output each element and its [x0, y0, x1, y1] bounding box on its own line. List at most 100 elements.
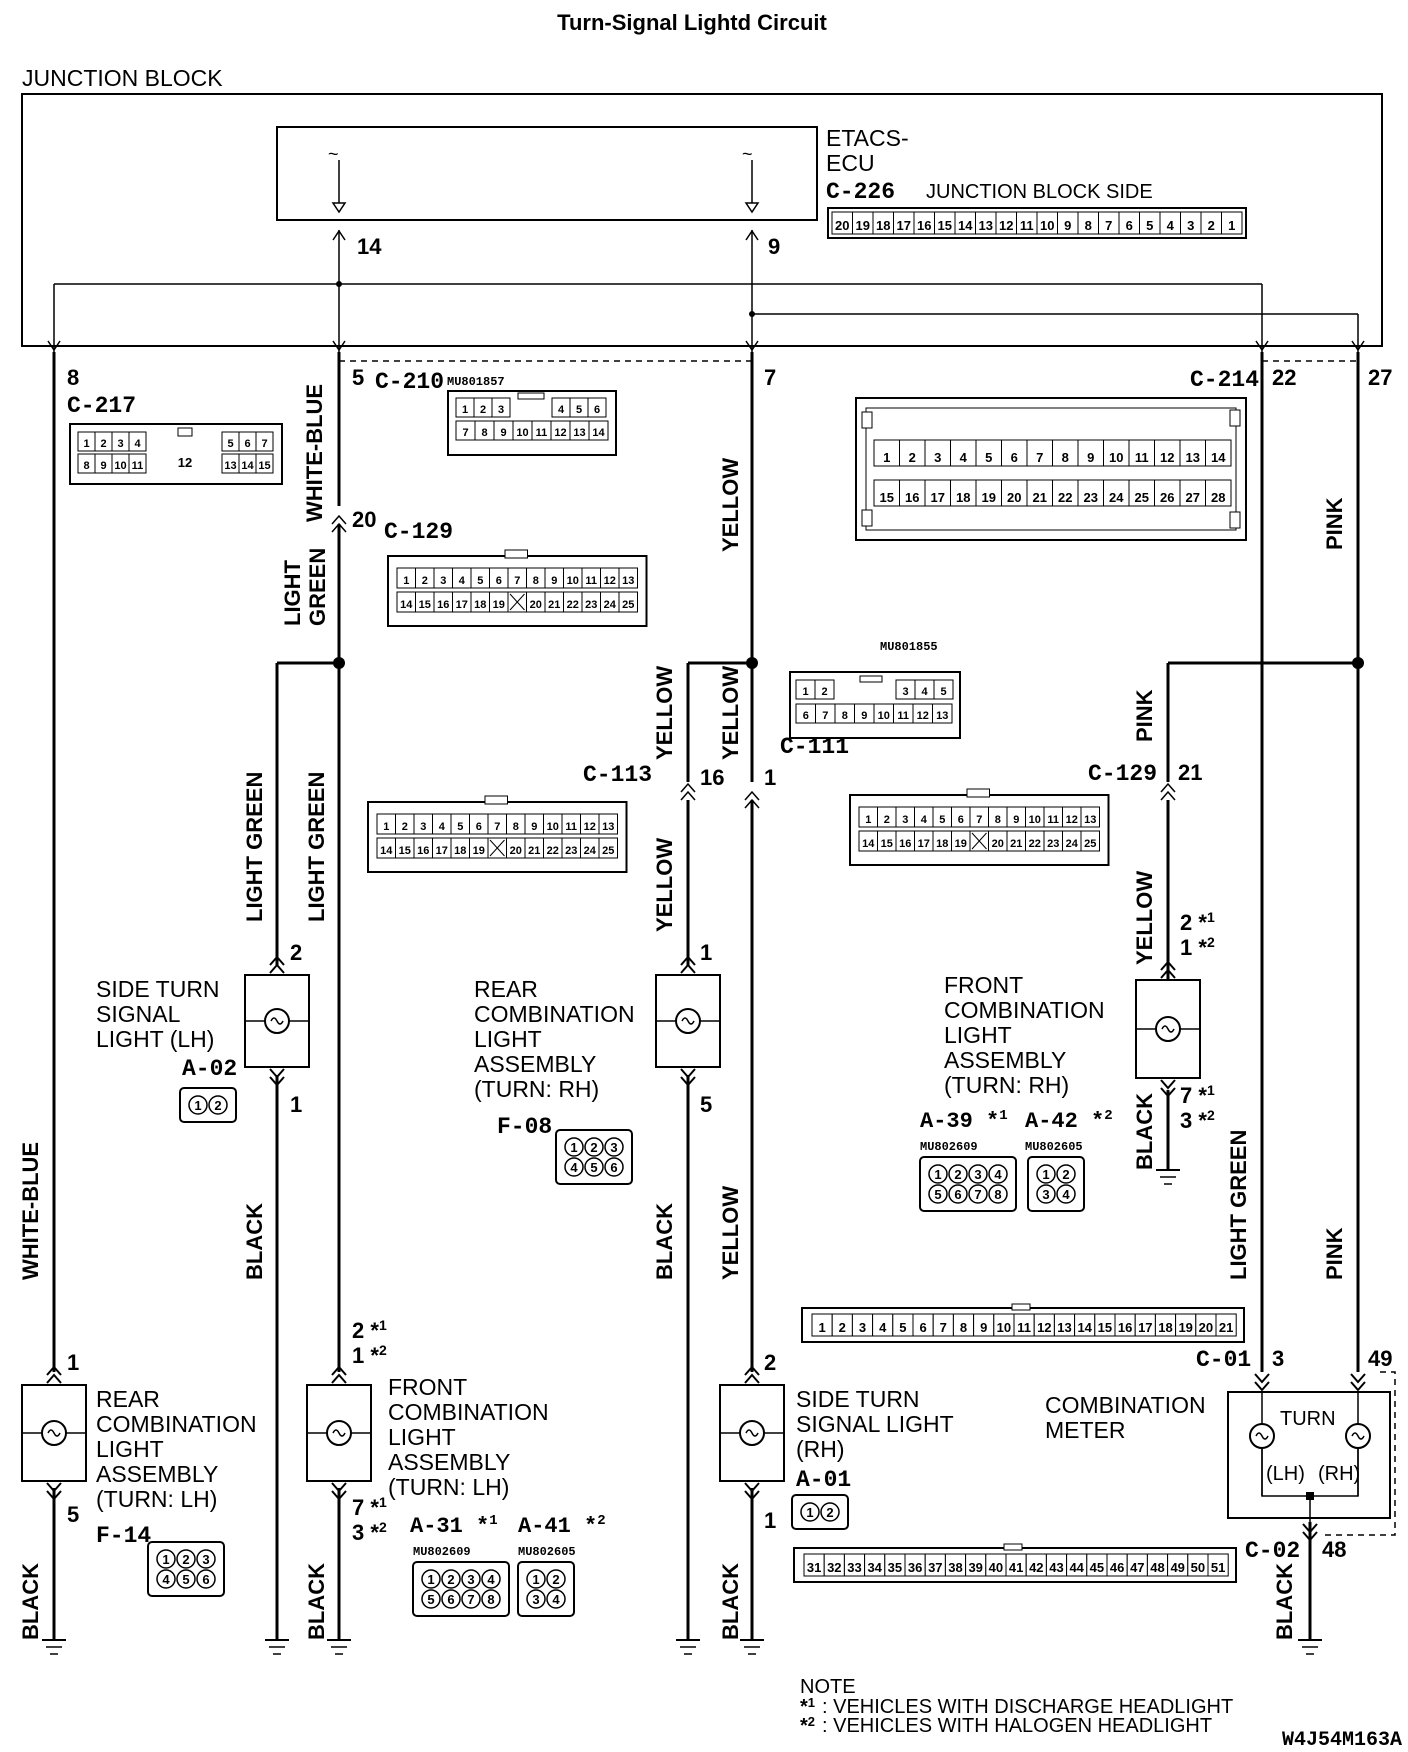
c226-pin-label: 11: [1020, 218, 1034, 233]
c217-pin-cell: [128, 431, 147, 452]
c111-pin-label: 9: [861, 710, 867, 722]
side-turn-lh-conn: A-02: [182, 1056, 237, 1082]
f08-plug-pin-label: 1: [570, 1140, 577, 1155]
c129b-pin-label: 20: [992, 838, 1004, 850]
wire-yellow-d: YELLOW: [1132, 871, 1157, 965]
pin-c01-3: 3: [1272, 1346, 1284, 1371]
wire-light-green-a: LIGHT GREEN: [242, 772, 267, 922]
ecu-pin-14: 14: [357, 234, 382, 259]
c129b-pin-label: 19: [955, 838, 967, 850]
a01-plug-pin-label: 1: [806, 1505, 813, 1520]
c129a-pin-label: 19: [493, 599, 505, 611]
c129b-pin-label: 12: [1066, 814, 1078, 826]
ground-icon: [740, 1639, 764, 1655]
c02-pin-label: 34: [867, 1560, 882, 1575]
rear-comb-rh-label-3: LIGHT: [474, 1026, 542, 1052]
wire-yellow-b2: YELLOW: [718, 666, 743, 760]
note-header: NOTE: [800, 1676, 856, 1698]
c113-pin-label: 20: [510, 845, 522, 857]
front-comb-rh-lamp: [1135, 960, 1201, 1098]
c111-pin-label: 10: [878, 710, 890, 722]
c214-pin-label: 13: [1186, 450, 1200, 465]
c01-pin-label: 6: [919, 1320, 926, 1335]
a31-plug-pin: [421, 1589, 441, 1609]
c113-pin-label: 16: [417, 845, 429, 857]
c226-pin-label: 2: [1208, 218, 1215, 233]
side-turn-lh-pin-bot: 1: [290, 1092, 302, 1117]
c226-pin-label: 4: [1167, 218, 1175, 233]
c129b-pin-label: 21: [1010, 838, 1022, 850]
c111-part: MU801855: [880, 640, 938, 654]
c210-pin-cell: [491, 397, 511, 418]
c214-pin-label: 16: [905, 490, 919, 505]
c210-pin-label: 12: [554, 427, 566, 439]
a42-plug-pin: [1036, 1164, 1056, 1184]
junction-block-label: JUNCTION BLOCK: [22, 65, 223, 91]
c129b-pin-label: 17: [918, 838, 930, 850]
c214-lock: [1229, 511, 1241, 529]
c226-pin-label: 8: [1085, 218, 1092, 233]
wire-yellow-c: YELLOW: [652, 838, 677, 932]
c02-pin-label: 32: [827, 1560, 841, 1575]
rear-comb-lh-label-2: COMBINATION: [96, 1411, 257, 1437]
c02-pin-label: 35: [888, 1560, 902, 1575]
c129b-pin-label: 3: [902, 814, 908, 826]
c214-pin-label: 9: [1087, 450, 1094, 465]
a31-plug-pin: [461, 1569, 481, 1589]
c113-pin-label: 12: [584, 821, 596, 833]
c214-pin-cell: [1077, 439, 1104, 467]
wire-light-green-stack-1: LIGHT: [280, 559, 305, 626]
ground-symbols: [42, 1169, 1322, 1655]
a31-plug-pin: [481, 1589, 501, 1609]
c01-pin-label: 19: [1178, 1320, 1192, 1335]
wire-light-green-stack-2: GREEN: [305, 548, 330, 626]
f08-plug-pin-label: 3: [610, 1140, 617, 1155]
c214-pin-cell: [975, 479, 1002, 507]
c129a-latch: [504, 549, 528, 559]
c226-pin-label: 17: [897, 218, 911, 233]
c02-pin-label: 51: [1211, 1560, 1225, 1575]
c217-pin-label: 5: [227, 438, 233, 450]
c01-pin-label: 20: [1199, 1320, 1213, 1335]
side-turn-rh-conn: A-01: [796, 1467, 851, 1493]
c113-pin-label: 18: [454, 845, 466, 857]
wire-black-a01: BLACK: [718, 1563, 743, 1640]
c210-pin-cell: [588, 420, 609, 441]
a42-plug-pin-label: 2: [1062, 1167, 1069, 1182]
c01-pin-label: 9: [980, 1320, 987, 1335]
c129b-pin-label: 22: [1029, 838, 1041, 850]
ecu-output-14: ~: [328, 144, 347, 214]
rear-comb-lh-pin-bot: 5: [67, 1502, 79, 1527]
c214-pin-cell: [950, 439, 977, 467]
internal-wiring: [47, 229, 1365, 360]
c214-pin-cell: [924, 479, 951, 507]
c226-pin-label: 5: [1146, 218, 1153, 233]
wire-black-a31: BLACK: [304, 1563, 329, 1640]
c111-pin-label: 4: [921, 686, 928, 698]
a42-plug-pin-label: 1: [1042, 1167, 1049, 1182]
c214-pin-cell: [1154, 479, 1181, 507]
front-comb-rh-pin-t1: 2 *1: [1180, 909, 1215, 935]
c02-pin-label: 41: [1009, 1560, 1023, 1575]
front-comb-lh-label-5: (TURN: LH): [388, 1474, 509, 1500]
c129b-pin-label: 6: [958, 814, 964, 826]
c210-pin-label: 14: [592, 427, 605, 439]
c214-id: C-214: [1190, 367, 1259, 393]
c217-id: C-217: [67, 393, 136, 419]
front-comb-lh-conn1: A-31 *1: [410, 1513, 498, 1539]
c113-pin-label: 25: [602, 845, 614, 857]
f08-plug-pin: [584, 1137, 604, 1157]
side-turn-rh-label-1: SIDE TURN: [796, 1386, 920, 1412]
a41-plug-pin-label: 1: [532, 1572, 539, 1587]
f08-plug-pin-label: 4: [570, 1160, 578, 1175]
c129a-pin-label: 11: [585, 575, 597, 587]
rear-comb-lh-label-3: LIGHT: [96, 1436, 164, 1462]
c214-pin-label: 28: [1211, 490, 1225, 505]
a39-plug-pin: [968, 1184, 988, 1204]
c111-pin-label: 2: [821, 686, 827, 698]
c214-pin-cell: [873, 479, 900, 507]
